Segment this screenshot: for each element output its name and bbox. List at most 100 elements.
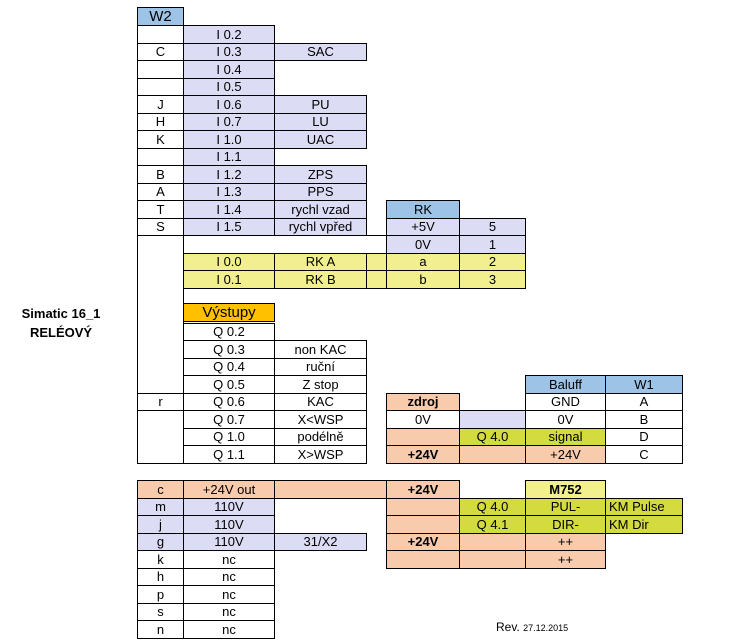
cell-osig-3: ruční — [274, 357, 367, 376]
cell-osig-2: non KAC — [274, 340, 367, 359]
cell-pin-7: K — [137, 130, 184, 149]
cell-osig-7: podélně — [274, 427, 367, 446]
cell-g-z: +24V — [386, 532, 460, 551]
cell-pin-11: T — [137, 200, 184, 219]
cell-ya-n: 2 — [459, 252, 526, 271]
cell-rk-header: RK — [386, 200, 460, 219]
cell-j-km: KM Dir — [605, 515, 683, 534]
cell-osig-4: Z stop — [274, 375, 367, 394]
cell-w1-header: W1 — [605, 375, 683, 394]
cell-in-11: I 1.4 — [183, 200, 275, 219]
cell-in-3: I 0.4 — [183, 60, 275, 79]
cell-j-q: Q 4.1 — [459, 515, 526, 534]
cell-in-10: I 1.3 — [183, 182, 275, 201]
cell-j-val: 110V — [183, 515, 275, 534]
cell-m-q: Q 4.0 — [459, 497, 526, 516]
cell-h-pin: h — [137, 567, 184, 586]
cell-bal-1: GND — [525, 392, 606, 411]
rk-empty-frame — [183, 235, 387, 254]
cell-rk-2: 0V — [386, 235, 460, 254]
cell-in-7: I 1.0 — [183, 130, 275, 149]
cell-j-z — [386, 515, 460, 534]
cell-mid-2: Q 4.0 — [459, 427, 526, 446]
cell-sig-11: rychl vzad — [274, 200, 367, 219]
cell-m-z — [386, 497, 460, 516]
cell-in-12: I 1.5 — [183, 217, 275, 236]
cell-g-pin: g — [137, 532, 184, 551]
cell-pin-1 — [137, 25, 184, 44]
cell-bal-3: signal — [525, 427, 606, 446]
cell-zdroj-2 — [386, 427, 460, 446]
cell-g-sig: 31/X2 — [274, 532, 367, 551]
cell-in-1: I 0.2 — [183, 25, 275, 44]
module-title: Simatic 16_1 RELÉOVÝ — [8, 306, 114, 340]
cell-out-8: Q 1.1 — [183, 445, 275, 464]
cell-osig-8: X>WSP — [274, 445, 367, 464]
revision-note: Rev. 27.12.2015 — [496, 620, 568, 634]
cell-p-pin: c — [137, 480, 184, 499]
module-title-line1: Simatic 16_1 — [21, 306, 101, 321]
cell-in-4: I 0.5 — [183, 77, 275, 96]
cell-g-val: 110V — [183, 532, 275, 551]
cell-n-pin: n — [137, 620, 184, 639]
output-gap-frame — [137, 410, 184, 464]
cell-yb-rk: b — [386, 270, 460, 289]
cell-out-5: Q 0.6 — [183, 392, 275, 411]
cell-opin-5: r — [137, 392, 184, 411]
cell-p-24: +24V — [386, 480, 460, 499]
cell-zdroj-1: 0V — [386, 410, 460, 429]
cell-m-val: 110V — [183, 497, 275, 516]
cell-osig-5: KAC — [274, 392, 367, 411]
cell-k-m: ++ — [525, 550, 606, 569]
cell-yb-sig: RK B — [274, 270, 367, 289]
cell-baluff-header: Baluff — [525, 375, 606, 394]
cell-sig-2: SAC — [274, 42, 367, 61]
cell-m-km: KM Pulse — [605, 497, 683, 516]
cell-pin-6: H — [137, 112, 184, 131]
cell-yb-gap — [366, 270, 387, 289]
revision-label: Rev. — [496, 620, 520, 634]
pin-column-gap-frame — [137, 235, 184, 394]
cell-yb-in: I 0.1 — [183, 270, 275, 289]
revision-date: 27.12.2015 — [523, 623, 569, 633]
cell-ya-sig: RK A — [274, 252, 367, 271]
cell-pin-3 — [137, 60, 184, 79]
cell-s-pin: s — [137, 602, 184, 621]
cell-rk-1: +5V — [386, 217, 460, 236]
cell-sig-6: LU — [274, 112, 367, 131]
cell-j-m: DIR- — [525, 515, 606, 534]
cell-in-9: I 1.2 — [183, 165, 275, 184]
cell-w1-4: C — [605, 445, 683, 464]
cell-pin-5: J — [137, 95, 184, 114]
cell-bal-2: 0V — [525, 410, 606, 429]
cell-sig-7: UAC — [274, 130, 367, 149]
cell-pin-10: A — [137, 182, 184, 201]
cell-rkn-1: 5 — [459, 217, 526, 236]
module-title-line2: RELÉOVÝ — [29, 325, 93, 340]
cell-w1-2: B — [605, 410, 683, 429]
cell-sig-12: rychl vpřed — [274, 217, 367, 236]
cell-j-pin: j — [137, 515, 184, 534]
cell-w1-1: A — [605, 392, 683, 411]
cell-k-z — [386, 550, 460, 569]
cell-rkn-2: 1 — [459, 235, 526, 254]
cell-in-8: I 1.1 — [183, 147, 275, 166]
cell-g-m: ++ — [525, 532, 606, 551]
cell-sig-9: ZPS — [274, 165, 367, 184]
cell-yb-n: 3 — [459, 270, 526, 289]
cell-s-val: nc — [183, 602, 275, 621]
cell-vystupy-header: Výstupy — [183, 303, 275, 322]
cell-out-7: Q 1.0 — [183, 427, 275, 446]
cell-p-gap — [274, 480, 387, 499]
cell-pin-8 — [137, 147, 184, 166]
cell-pin-2: C — [137, 42, 184, 61]
cell-ya-rk: a — [386, 252, 460, 271]
cell-m-pin: m — [137, 497, 184, 516]
cell-n-val: nc — [183, 620, 275, 639]
cell-in-2: I 0.3 — [183, 42, 275, 61]
cell-mid-3 — [459, 445, 526, 464]
cell-zdroj-header: zdroj — [386, 392, 460, 411]
cell-out-4: Q 0.5 — [183, 375, 275, 394]
cell-in-6: I 0.7 — [183, 112, 275, 131]
cell-sig-5: PU — [274, 95, 367, 114]
